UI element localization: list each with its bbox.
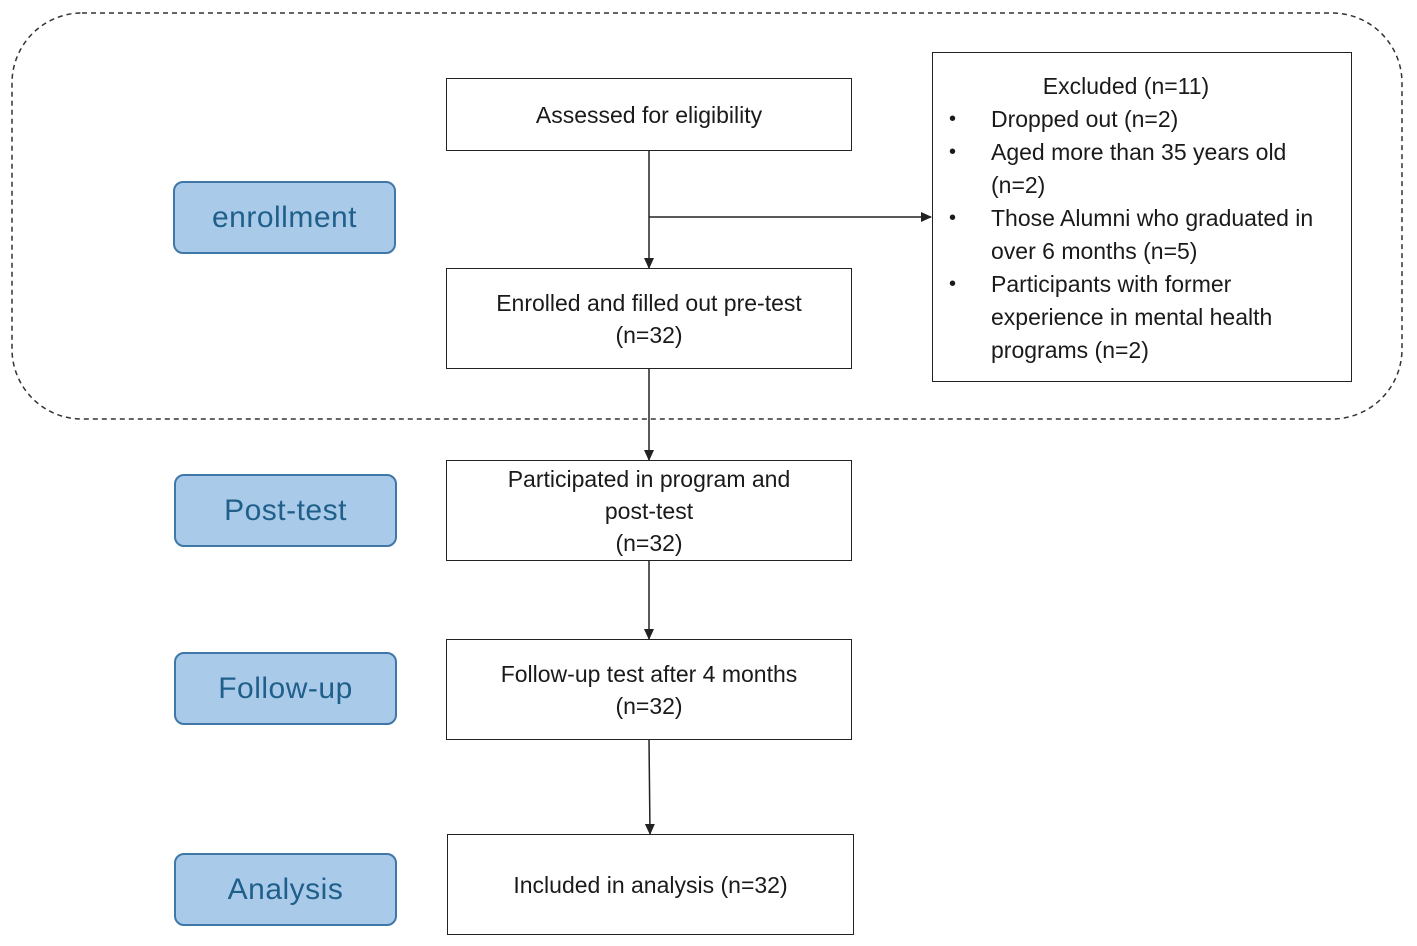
box-included-in-analysis: Included in analysis (n=32) [447, 834, 854, 935]
box-count: (n=32) [615, 529, 683, 556]
arrow-follow-up-to-included [644, 738, 655, 835]
stage-analysis: Analysis [174, 853, 397, 926]
stage-post-test: Post-test [174, 474, 397, 547]
box-count: (n=32) [615, 321, 683, 348]
box-follow-up-test: Follow-up test after 4 months (n=32) [446, 639, 852, 740]
box-text-line: Participated in program and [507, 465, 791, 492]
box-text-line: post-test [604, 497, 694, 524]
box-participated-post-test: Participated in program and post-test (n… [446, 460, 852, 561]
box-count: (n=32) [615, 692, 683, 719]
excluded-item: Aged more than 35 years old (n=2) [945, 136, 1337, 202]
stage-enrollment: enrollment [173, 181, 396, 254]
excluded-list: Dropped out (n=2) Aged more than 35 year… [945, 103, 1337, 367]
stage-follow-up: Follow-up [174, 652, 397, 725]
box-enrolled-pre-test: Enrolled and filled out pre-test (n=32) [446, 268, 852, 369]
box-assessed-for-eligibility: Assessed for eligibility [446, 78, 852, 151]
excluded-item: Those Alumni who graduated in over 6 mon… [945, 202, 1337, 268]
box-text-line: Assessed for eligibility [535, 101, 763, 128]
excluded-item: Participants with former experience in m… [945, 268, 1337, 367]
enrollment-phase-boundary [11, 12, 1403, 420]
box-text-line: Included in analysis (n=32) [513, 871, 788, 898]
box-excluded: Excluded (n=11) Dropped out (n=2) Aged m… [932, 52, 1352, 382]
box-text-line: Enrolled and filled out pre-test [496, 289, 802, 316]
excluded-item: Dropped out (n=2) [945, 103, 1337, 136]
box-text-line: Follow-up test after 4 months [500, 660, 798, 687]
excluded-title: Excluded (n=11) [1042, 73, 1210, 99]
